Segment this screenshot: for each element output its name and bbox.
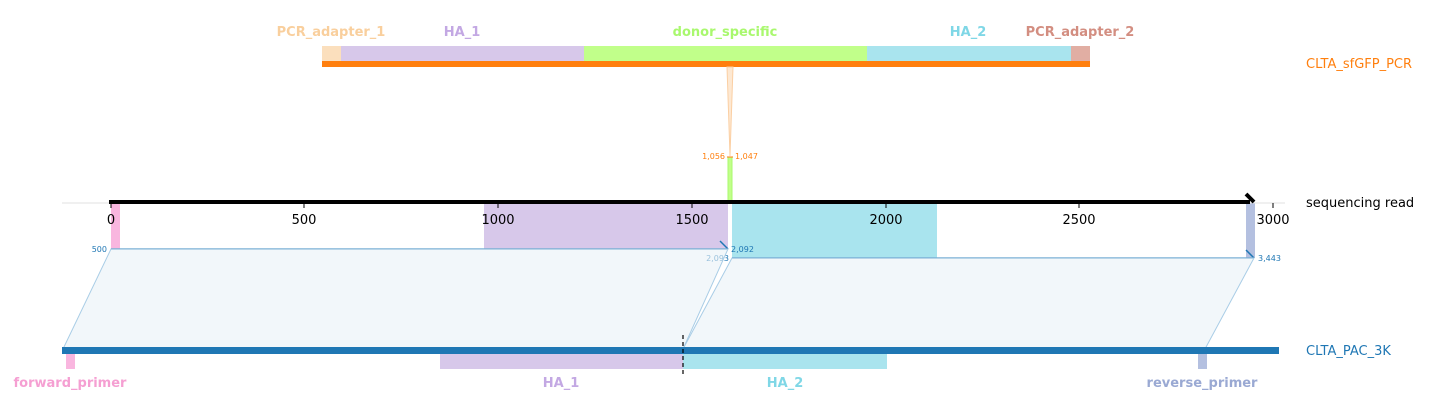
axis-tick-label: 2500 [1062, 213, 1095, 228]
read-right-segment-head [1245, 249, 1255, 259]
read-left-start-label: 500 [92, 245, 107, 254]
ha-1-top-block [341, 46, 584, 61]
pcr-adapter-2-block [1071, 46, 1090, 61]
ha-1-top-label: HA_1 [444, 25, 481, 40]
top-connector: 1,056 1,047 [702, 66, 758, 203]
axis-tick-label: 2000 [869, 213, 902, 228]
donor-specific-label: donor_specific [673, 25, 778, 40]
pac-track-line [62, 347, 1279, 354]
forward-primer-label: forward_primer [14, 376, 128, 391]
top-connector-read-box [727, 156, 733, 203]
pcr-track-line [322, 61, 1090, 67]
axis-tick-label: 0 [107, 213, 115, 228]
top-reference-name: CLTA_sfGFP_PCR [1306, 57, 1412, 72]
read-left-segment-head [719, 240, 729, 250]
top-reference: PCR_adapter_1 HA_1 donor_specific HA_2 P… [277, 25, 1412, 72]
read-right-end-label: 3,443 [1258, 254, 1281, 263]
axis-tick-label: 3000 [1256, 213, 1289, 228]
right-alignment-band [682, 257, 1255, 350]
left-alignment-band [62, 248, 729, 350]
ha-2-top-label: HA_2 [950, 25, 987, 40]
axis-tick-label: 500 [292, 213, 317, 228]
reverse-primer-block [1198, 353, 1207, 369]
read-forward-primer-block [111, 203, 120, 249]
axis-ticks: 0 500 1000 1500 2000 2500 3000 [107, 203, 1290, 228]
read-arrow-head [1244, 192, 1256, 204]
read-ha-2-block [732, 203, 937, 258]
pcr-adapter-1-block [322, 46, 341, 61]
ha-1-bottom-block [440, 353, 683, 369]
ha-2-bottom-label: HA_2 [767, 376, 804, 391]
top-annotation-right: 1,047 [735, 152, 758, 161]
bottom-reference-name: CLTA_PAC_3K [1306, 344, 1391, 359]
pcr-adapter-1-label: PCR_adapter_1 [277, 25, 386, 40]
read-ha-1-block [484, 203, 728, 249]
read-reverse-primer-block [1246, 203, 1255, 258]
forward-primer-block [66, 353, 75, 369]
axis-tick-label: 1500 [675, 213, 708, 228]
alignment-bands [62, 248, 1255, 350]
top-annotation-left: 1,056 [702, 152, 725, 161]
axis-tick-label: 1000 [481, 213, 514, 228]
read-left-end-label: 2,092 [731, 245, 754, 254]
bottom-reference: forward_primer HA_1 HA_2 reverse_primer … [14, 335, 1391, 391]
ha-1-bottom-label: HA_1 [543, 376, 580, 391]
donor-specific-block [584, 46, 867, 61]
ha-2-bottom-block [683, 353, 887, 369]
pcr-adapter-2-label: PCR_adapter_2 [1026, 25, 1135, 40]
ha-2-top-block [867, 46, 1071, 61]
reverse-primer-label: reverse_primer [1147, 376, 1259, 391]
read-name: sequencing read [1306, 196, 1414, 211]
top-connector-band [726, 66, 734, 157]
